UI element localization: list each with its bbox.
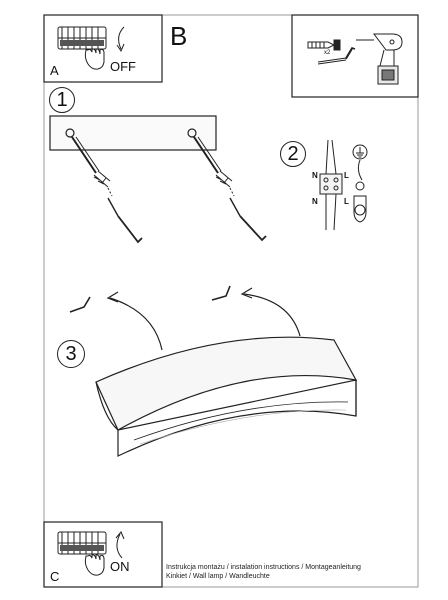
step-2-number: 2	[287, 142, 299, 165]
neutral-top-label: N	[312, 171, 318, 180]
footer-line-1: Instrukcja montażu / instalation instruc…	[166, 564, 361, 571]
footer-line-2: Kinkiet / Wall lamp / Wandleuchte	[166, 573, 270, 580]
step-3-number: 3	[65, 342, 77, 365]
ceiling-plate	[49, 115, 217, 151]
panel-c-box	[43, 521, 163, 588]
right-screw-icon	[211, 285, 231, 301]
live-bottom-label: L	[344, 197, 349, 206]
footer-caption: Instrukcja montażu / instalation instruc…	[166, 563, 361, 581]
terminal-block-icon	[319, 139, 343, 231]
left-wall-plug-icon	[71, 136, 143, 244]
right-wall-plug-icon	[193, 136, 267, 242]
step-1-number: 1	[56, 88, 68, 111]
left-arrow-icon	[106, 291, 163, 351]
ground-icon	[352, 144, 368, 181]
panel-a-letter: A	[50, 63, 59, 78]
step-1-badge: 1	[49, 87, 75, 113]
ground-terminal-icon	[353, 181, 367, 223]
panel-b-box	[291, 14, 419, 98]
neutral-bottom-label: N	[312, 197, 318, 206]
panel-a-off-label: OFF	[110, 59, 136, 74]
live-top-label: L	[344, 171, 349, 180]
left-screw-icon	[69, 296, 91, 313]
wall-lamp-shade	[95, 336, 358, 457]
sheet-frame	[43, 14, 419, 588]
step-3-badge: 3	[57, 340, 85, 368]
wall-plug-screw-icon	[307, 39, 356, 65]
panel-b-letter: B	[170, 21, 188, 51]
right-arrow-icon	[240, 287, 301, 337]
panel-c-letter: C	[50, 569, 60, 584]
fuse-switch-off-icon	[57, 26, 125, 70]
step-2-badge: 2	[280, 141, 306, 167]
fuse-switch-on-icon	[57, 531, 125, 576]
panel-c-on-label: ON	[110, 559, 130, 574]
panel-a-box	[43, 14, 163, 83]
power-drill-icon	[356, 33, 403, 85]
plug-quantity-label: x2	[324, 50, 331, 56]
